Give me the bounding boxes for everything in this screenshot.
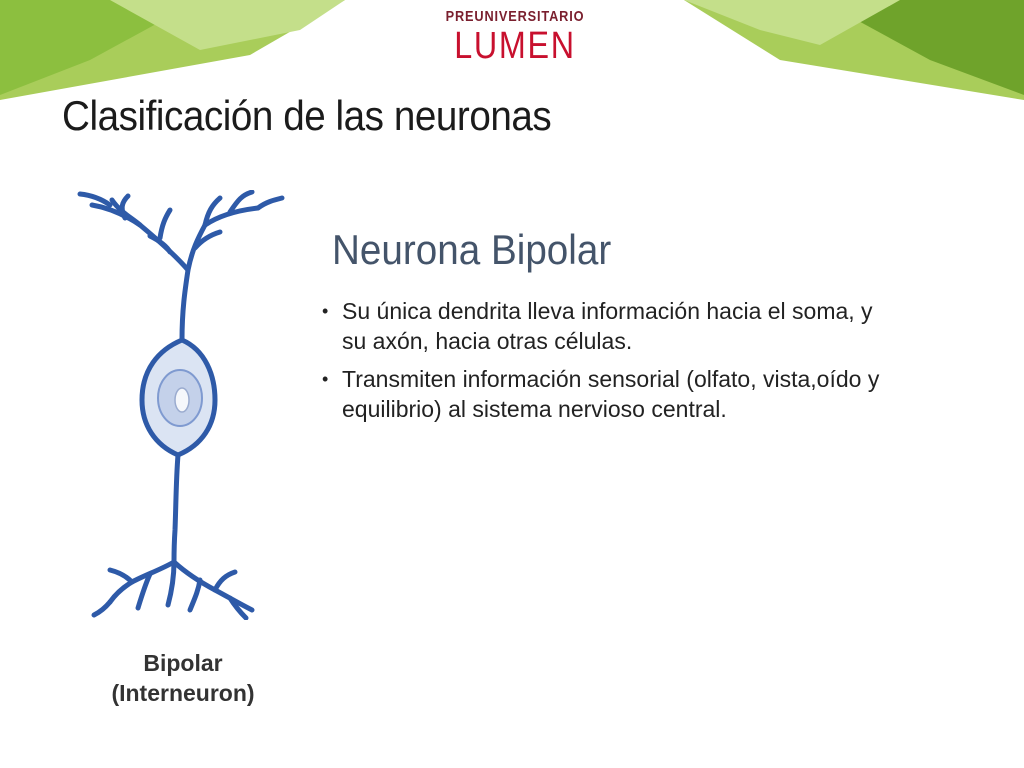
section-subtitle: Neurona Bipolar: [332, 226, 612, 273]
bullet-text: Su única dendrita lleva información haci…: [342, 298, 873, 354]
caption-line-1: Bipolar: [143, 650, 223, 676]
bullet-text: Transmiten información sensorial (olfato…: [342, 366, 880, 422]
bipolar-neuron-illustration: [77, 190, 285, 620]
logo-top-text: PREUNIVERSITARIO: [445, 8, 585, 25]
bullet-item: • Transmiten información sensorial (olfa…: [322, 364, 902, 424]
page-title: Clasificación de las neuronas: [62, 92, 552, 139]
figure-caption: Bipolar (Interneuron): [88, 648, 278, 708]
caption-line-2: (Interneuron): [111, 680, 255, 706]
bullet-icon: •: [322, 301, 329, 321]
logo-main-text: LUMEN: [454, 25, 576, 67]
bullet-icon: •: [322, 369, 329, 389]
bullet-item: • Su única dendrita lleva información ha…: [322, 296, 902, 356]
lumen-logo: PREUNIVERSITARIO LUMEN: [430, 8, 600, 72]
bullet-list: • Su única dendrita lleva información ha…: [322, 296, 902, 432]
header-decoration: [0, 0, 1024, 100]
